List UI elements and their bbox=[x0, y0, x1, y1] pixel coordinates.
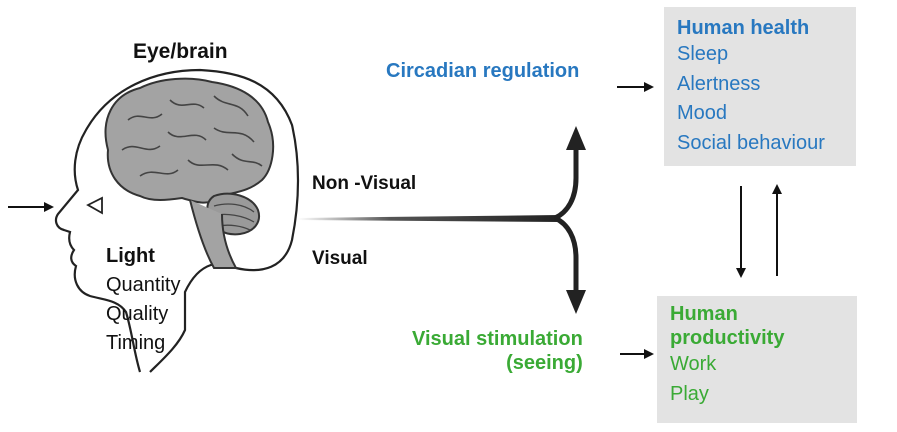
light-item-quality: Quality bbox=[106, 303, 169, 325]
visual-stimulation-line2: (seeing) bbox=[506, 352, 583, 374]
visual-label: Visual bbox=[312, 248, 368, 269]
productivity-heading-line1: Human bbox=[670, 303, 738, 325]
visual-stimulation-label: Visual stimulation (seeing) bbox=[412, 327, 583, 375]
light-heading: Light bbox=[106, 245, 155, 267]
health-item-social-behaviour: Social behaviour bbox=[677, 131, 825, 154]
non-visual-label: Non -Visual bbox=[312, 173, 417, 194]
eye-icon bbox=[86, 196, 103, 215]
eye-brain-title: Eye/brain bbox=[133, 40, 228, 63]
circadian-regulation-label: Circadian regulation bbox=[386, 60, 580, 82]
human-productivity-box: Human productivity Work Play bbox=[657, 296, 857, 423]
light-properties: Light Quantity Quality Timing bbox=[106, 242, 180, 358]
productivity-item-play: Play bbox=[670, 382, 709, 405]
health-item-alertness: Alertness bbox=[677, 72, 761, 95]
pathway-beam bbox=[298, 126, 586, 314]
brain-icon bbox=[104, 77, 275, 269]
human-health-content: Human health Sleep Alertness Mood Social… bbox=[677, 16, 825, 158]
light-item-quantity: Quantity bbox=[106, 274, 181, 296]
light-item-timing: Timing bbox=[106, 332, 166, 354]
human-health-heading: Human health bbox=[677, 17, 810, 39]
visual-stimulation-line1: Visual stimulation bbox=[412, 328, 583, 350]
health-item-mood: Mood bbox=[677, 102, 728, 124]
productivity-heading-line2: productivity bbox=[670, 327, 785, 349]
human-productivity-content: Human productivity Work Play bbox=[670, 302, 784, 409]
health-item-sleep: Sleep bbox=[677, 43, 729, 65]
head-silhouette bbox=[54, 68, 300, 373]
productivity-item-work: Work bbox=[670, 353, 717, 375]
human-health-box: Human health Sleep Alertness Mood Social… bbox=[664, 7, 856, 166]
